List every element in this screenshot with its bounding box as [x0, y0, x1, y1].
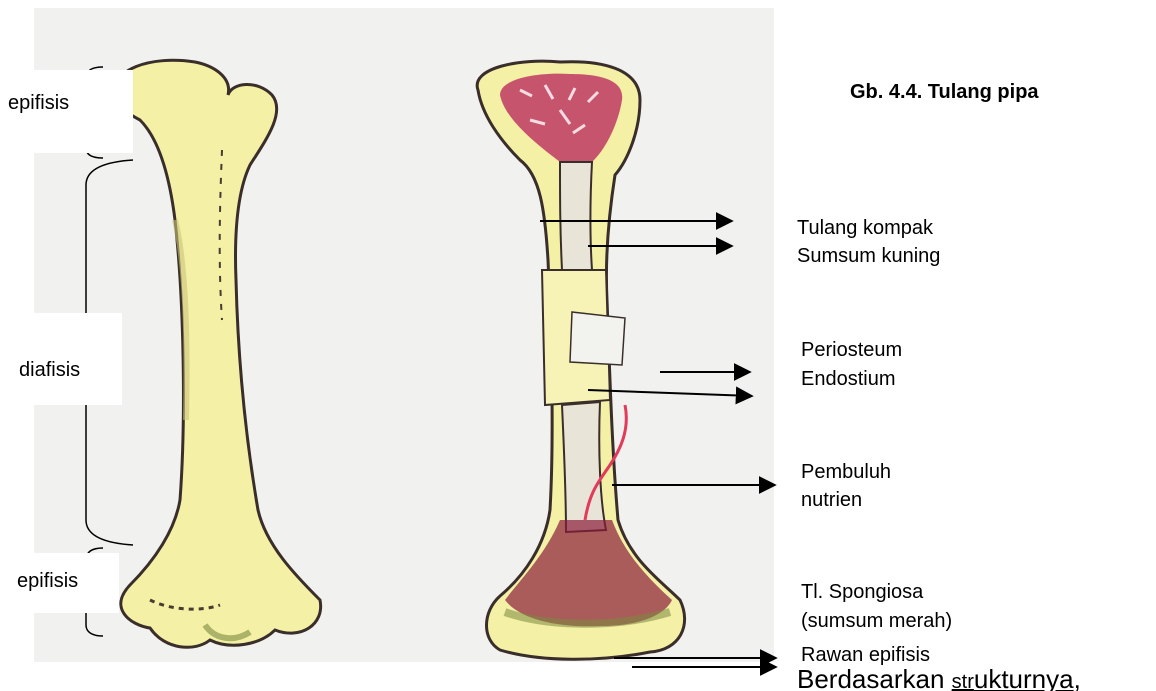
label-tulang-kompak: Tulang kompak — [797, 216, 933, 240]
label-epifisis-top: epifisis — [8, 91, 69, 115]
sectioned-bone — [477, 61, 684, 659]
body-text-line: Berdasarkan strukturnya, — [797, 664, 1081, 691]
label-tl-spongiosa: Tl. Spongiosa — [801, 580, 923, 604]
figure-caption: Gb. 4.4. Tulang pipa — [850, 81, 1039, 104]
label-periosteum: Periosteum — [801, 338, 902, 362]
body-text-underlined-b: ukturnya — [974, 664, 1074, 691]
label-sumsum-kuning: Sumsum kuning — [797, 244, 940, 268]
label-endostium: Endostium — [801, 367, 896, 391]
body-text-prefix: Berdasarkan — [797, 664, 952, 691]
label-diafisis: diafisis — [19, 358, 80, 382]
label-sumsum-merah: (sumsum merah) — [801, 609, 952, 633]
arrow-endostium — [588, 390, 752, 396]
label-pembuluh: Pembuluh — [801, 460, 891, 484]
label-epifisis-bottom: epifisis — [17, 569, 78, 593]
body-text-suffix: , — [1074, 664, 1081, 691]
whole-bone — [115, 60, 321, 647]
body-text-underlined-a: str — [952, 671, 974, 691]
label-nutrien: nutrien — [801, 488, 862, 512]
